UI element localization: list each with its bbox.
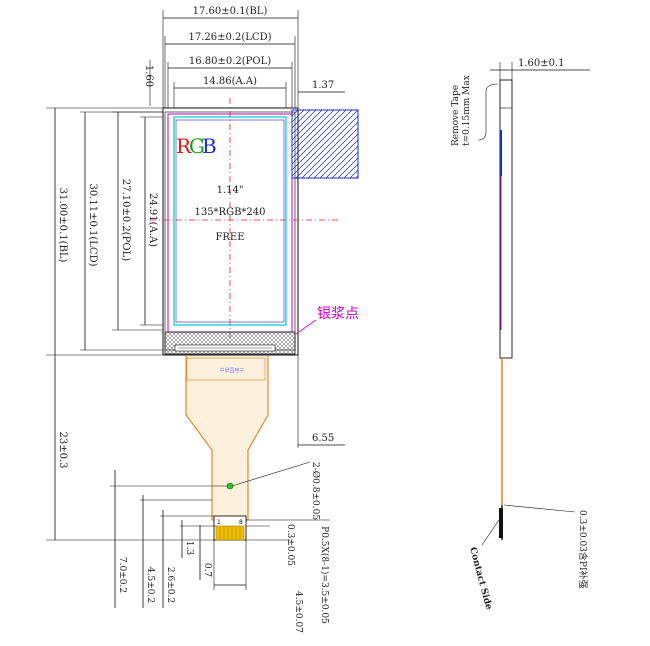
panel-mode: FREE bbox=[215, 232, 244, 243]
dim-45-left: 4.5±0.2 bbox=[145, 567, 155, 603]
dim-pol-height: 27.10±0.2(POL) bbox=[120, 179, 131, 261]
dim-pol-width: 16.80±0.2(POL) bbox=[189, 56, 271, 67]
dim-pad-width: 0.3±0.05 bbox=[285, 524, 295, 566]
fpc-marking: 中景园电子 bbox=[219, 367, 244, 374]
dim-lcd-width: 17.26±0.2(LCD) bbox=[188, 32, 271, 43]
fpc-dimensions: 6.55 2-Ø0.8±0.05 7.0±0.2 4.5±0.2 2.6±0.2… bbox=[110, 355, 345, 633]
side-view: 1.60±0.1 Remove Tape t=0.15mm Max 0.3±0.… bbox=[451, 58, 590, 611]
pin-first: 1 bbox=[217, 519, 221, 526]
dim-fpc-thickness: 0.3±0.03含PI补强 bbox=[577, 510, 589, 589]
silver-paste-label: 银浆点 bbox=[317, 306, 359, 322]
dim-top-offset: 1.60 bbox=[143, 65, 154, 87]
top-dimensions: 17.60±0.1(BL) 17.26±0.2(LCD) 16.80±0.2(P… bbox=[143, 6, 345, 108]
panel-front-view: R G B 1.14" 135*RGB*240 FREE 银浆点 bbox=[150, 98, 359, 356]
dim-07: 0.7 bbox=[202, 563, 212, 578]
dim-holes: 2-Ø0.8±0.05 bbox=[310, 462, 321, 520]
dim-13: 1.3 bbox=[184, 541, 194, 556]
dim-26: 2.6±0.2 bbox=[165, 567, 175, 603]
dim-pitch: P0.5X(8-1)=3.5±0.05 bbox=[319, 526, 330, 624]
dim-bl-width: 17.60±0.1(BL) bbox=[193, 6, 268, 17]
rgb-label-r: R bbox=[176, 134, 192, 158]
remove-tape-label: Remove Tape bbox=[451, 85, 461, 146]
dim-aa-width: 14.86(A.A) bbox=[203, 76, 257, 87]
dim-bl-height: 31.00±0.1(BL) bbox=[57, 188, 68, 263]
dim-lcd-height: 30.11±0.1(LCD) bbox=[87, 183, 98, 266]
panel-size: 1.14" bbox=[217, 185, 244, 196]
dim-side-thickness: 1.60±0.1 bbox=[518, 58, 565, 69]
pin-last: 8 bbox=[239, 519, 243, 526]
remove-tape-thickness: t=0.15mm Max bbox=[462, 75, 472, 146]
contact-side-label: Contact Side bbox=[467, 546, 493, 611]
dim-655: 6.55 bbox=[312, 433, 334, 444]
panel-resolution: 135*RGB*240 bbox=[194, 207, 265, 218]
dim-right-offset: 1.37 bbox=[312, 80, 334, 91]
rgb-label-g: G bbox=[189, 134, 205, 158]
dim-70: 7.0±0.2 bbox=[117, 557, 127, 593]
rgb-label-b: B bbox=[202, 134, 217, 158]
dim-fpc-length: 23±0.3 bbox=[57, 431, 68, 468]
fpc-cable: 中景园电子 1 8 bbox=[185, 356, 269, 541]
dim-stiff: 4.5±0.07 bbox=[293, 591, 303, 633]
